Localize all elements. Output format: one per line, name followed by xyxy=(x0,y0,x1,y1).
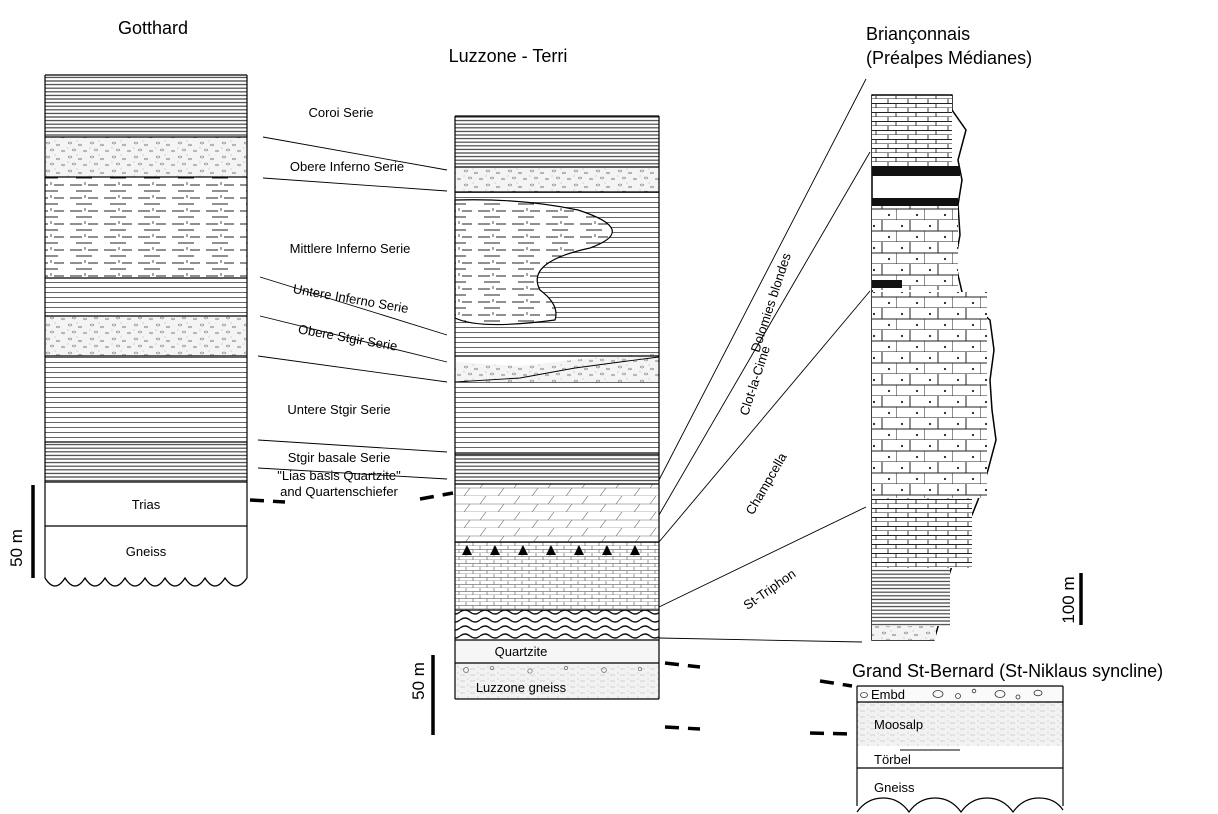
corr-label-untere-stgir: Untere Stgir Serie xyxy=(287,402,390,417)
brian-clot-la-cime xyxy=(872,292,987,498)
luzzone-quartzite-layer xyxy=(455,640,659,663)
corr-label-mittlere-inferno: Mittlere Inferno Serie xyxy=(290,241,411,256)
luzzone-dolomite-layer xyxy=(455,484,659,542)
brianconnais-title: Briançonnais xyxy=(866,24,970,44)
luzzone-obere-inferno-layer xyxy=(455,167,659,192)
brian-st-triphon xyxy=(872,568,950,626)
corr-label-stgir-basale: Stgir basale Serie xyxy=(288,450,391,465)
champcella-label: Champcella xyxy=(742,450,790,518)
gotthard-trias-layer xyxy=(45,482,247,526)
gsb-moosalp-label: Moosalp xyxy=(874,717,923,732)
gsb-correlation-dash-bottom xyxy=(664,725,853,736)
luzzone-coroi-layer xyxy=(455,116,659,167)
quartzite-label: Quartzite xyxy=(495,644,548,659)
gotthard-scale-label: 50 m xyxy=(7,529,26,567)
luzzone-scale-label: 50 m xyxy=(409,662,428,700)
luzzone-gneiss-label: Luzzone gneiss xyxy=(476,680,567,695)
luzzone-wavy-layer xyxy=(455,610,659,640)
corr-label-coroi: Coroi Serie xyxy=(308,105,373,120)
brianconnais-subtitle: (Préalpes Médianes) xyxy=(866,48,1032,68)
trias-label: Trias xyxy=(132,497,161,512)
gotthard-coroi-layer xyxy=(45,75,247,137)
gotthard-untere-stgir-layer xyxy=(45,356,247,442)
luzzone-limestone-layer xyxy=(455,542,659,610)
gsb-correlation-dash-top xyxy=(664,661,853,688)
correlation-labels: Coroi Serie Obere Inferno Serie Mittlere… xyxy=(277,105,410,499)
correlation-lines-right xyxy=(658,78,871,643)
brian-dolomies-blondes xyxy=(872,206,958,290)
luzzone-mittlere-inferno-lens xyxy=(454,199,613,326)
gotthard-untere-inferno-layer xyxy=(45,278,247,316)
luzzone-column: Quartzite Luzzone gneiss xyxy=(454,115,660,700)
brian-upper-fine xyxy=(872,96,952,166)
gotthard-title: Gotthard xyxy=(118,18,188,38)
gsb-gneiss-label: Gneiss xyxy=(874,780,915,795)
gotthard-stgir-basale-layer xyxy=(45,442,247,482)
luzzone-title: Luzzone - Terri xyxy=(449,46,568,66)
corr-label-untere-inferno: Untere Inferno Serie xyxy=(292,281,410,316)
gotthard-gneiss-layer xyxy=(45,526,247,576)
brian-champcella xyxy=(872,498,972,568)
gsb-conglomerate-pebbles xyxy=(860,688,1043,700)
luzzone-untere-stgir-layer xyxy=(455,382,659,454)
corr-label-lias-quartzite: "Lias basis Quartzite" xyxy=(277,468,401,483)
luzzone-stgir-basale-layer xyxy=(455,454,659,484)
st-triphon-label: St-Triphon xyxy=(740,566,798,613)
clot-la-cime-label: Clot-la-Cime xyxy=(736,344,773,417)
brian-black-bed-3 xyxy=(872,280,902,288)
corr-label-obere-inferno: Obere Inferno Serie xyxy=(290,159,404,174)
luzzone-gneiss-clasts xyxy=(463,665,643,674)
gotthard-column: Trias Gneiss xyxy=(44,74,248,587)
corr-label-quartenschiefer: and Quartenschiefer xyxy=(280,484,398,499)
grand-st-bernard-title: Grand St-Bernard (St-Niklaus syncline) xyxy=(852,661,1163,681)
gsb-torbel-layer xyxy=(857,746,1063,768)
brian-black-bed-1 xyxy=(872,166,960,176)
correlation-lines-left xyxy=(257,136,448,480)
gotthard-obere-stgir-layer xyxy=(45,316,247,356)
brianconnais-column xyxy=(871,94,997,641)
gsb-torbel-label: Törbel xyxy=(874,752,911,767)
luzzone-obere-stgir-layer xyxy=(455,353,659,382)
brian-basal-sand xyxy=(872,626,936,640)
gsb-embd-label: Embd xyxy=(871,687,905,702)
gotthard-mittlere-inferno-layer xyxy=(45,177,247,278)
gsb-moosalp-layer xyxy=(857,702,1063,746)
gotthard-obere-inferno-layer xyxy=(45,137,247,177)
dolomies-blondes-label: Dolomies blondes xyxy=(748,251,794,354)
grand-st-bernard-column: Embd Moosalp Törbel Gneiss xyxy=(856,685,1064,814)
luzzone-gneiss-layer xyxy=(455,663,659,699)
gotthard-gneiss-label: Gneiss xyxy=(126,544,167,559)
brian-black-bed-2 xyxy=(872,198,958,206)
trias-correlation-dash xyxy=(249,491,454,504)
luzzone-triangle-markers xyxy=(462,545,640,555)
brianconnais-scale-label: 100 m xyxy=(1059,576,1078,623)
